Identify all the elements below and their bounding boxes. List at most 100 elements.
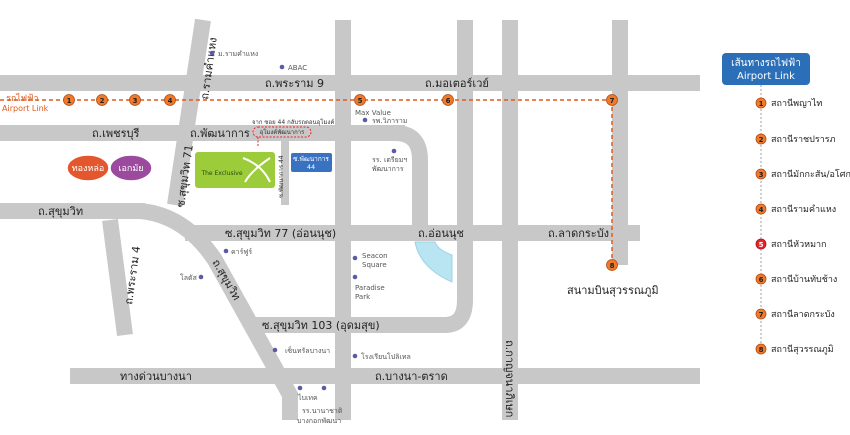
- ekkamai-badge: เอกมัย: [109, 154, 153, 182]
- legend-station-8: 8 สถานีสุวรรณภูมิ: [755, 343, 834, 355]
- road-phatthanakan-curve: [394, 125, 428, 233]
- svg-text:ซ.พัฒนาการ: ซ.พัฒนาการ: [293, 155, 329, 163]
- label-soi44: ซ.พัฒนาการ 44: [278, 155, 285, 198]
- poi-big-c: ไบเทค: [297, 393, 318, 402]
- svg-text:44: 44: [307, 163, 315, 171]
- legend-station-7: 7 สถานีลาดกระบัง: [755, 308, 835, 320]
- road-sukhumvit-diagonal: [139, 203, 298, 420]
- poi-school: โรงเรียนโปลิเทล: [361, 352, 411, 361]
- station-marker-7: 7: [606, 94, 618, 106]
- road-network: [0, 18, 700, 420]
- svg-text:3: 3: [759, 171, 764, 179]
- water-body: [414, 241, 453, 283]
- svg-text:จาก ซอย 44 กลับรถตอนอุโมงค์: จาก ซอย 44 กลับรถตอนอุโมงค์: [252, 118, 334, 126]
- legend-station-1: 1 สถานีพญาไท: [755, 97, 822, 109]
- label-rama9: ถ.พระราม 9: [265, 77, 324, 90]
- svg-text:1: 1: [759, 100, 764, 108]
- thonglor-badge: ทองหล่อ: [66, 154, 110, 182]
- station-marker-6: 6: [442, 94, 454, 106]
- legend-station-4: 4 สถานีรามคำแหง: [755, 203, 836, 215]
- svg-text:สถานีพญาไท: สถานีพญาไท: [771, 98, 822, 109]
- legend-title-th: เส้นทางรถไฟฟ้า: [731, 57, 801, 69]
- svg-text:สถานีลาดกระบัง: สถานีลาดกระบัง: [771, 309, 835, 320]
- poi-abac: ABAC: [288, 64, 307, 72]
- poi-lotus: โลตัส: [180, 273, 198, 282]
- the-exclusive-project: The Exclusive: [195, 152, 275, 188]
- svg-text:6: 6: [446, 97, 451, 105]
- label-kanchanaphisek: ถ.กาญจนาภิเษก: [503, 340, 516, 417]
- label-sukhumvit: ถ.สุขุมวิท: [38, 205, 83, 218]
- poi-school-2: รร.นานาชาติ: [302, 407, 343, 415]
- label-bangna-trat: ถ.บางนา-ตราด: [375, 370, 448, 383]
- poi-paradise-2: Park: [355, 293, 371, 301]
- poi-seacon: Seacon: [362, 252, 388, 260]
- label-soi103: ซ.สุขุมวิท 103 (อุดมสุข): [262, 319, 380, 332]
- svg-text:สถานีสุวรรณภูมิ: สถานีสุวรรณภูมิ: [771, 344, 834, 355]
- legend-station-3: 3 สถานีมักกะสัน/อโศก: [755, 168, 850, 180]
- poi-carrefour: คาร์ฟูร์: [231, 248, 252, 256]
- label-suvarnabhumi: สนามบินสุวรรณภูมิ: [567, 284, 659, 297]
- svg-text:7: 7: [610, 97, 615, 105]
- station-marker-8: 8: [606, 259, 618, 271]
- station-marker-1: 1: [63, 94, 75, 106]
- road-soi103: [250, 240, 473, 333]
- svg-text:เอกมัย: เอกมัย: [118, 164, 143, 174]
- airport-link-rail: [0, 99, 615, 265]
- svg-text:สถานีมักกะสัน/อโศก: สถานีมักกะสัน/อโศก: [771, 169, 850, 180]
- airport-link-label-en: Airport Link: [2, 104, 49, 113]
- svg-text:The Exclusive: The Exclusive: [200, 170, 242, 177]
- legend-header: [722, 53, 810, 85]
- svg-text:4: 4: [168, 97, 173, 105]
- svg-text:5: 5: [759, 241, 764, 249]
- svg-text:4: 4: [759, 206, 764, 214]
- road-ramkhamhaeng: [167, 18, 211, 207]
- phatthanakan44-badge: ซ.พัฒนาการ 44: [291, 153, 332, 172]
- svg-text:8: 8: [610, 262, 615, 270]
- legend-station-5: 5 สถานีหัวหมาก: [755, 238, 827, 250]
- station-marker-5: 5: [354, 94, 366, 106]
- station-markers: 1 2 3 4 5 6 7 8: [63, 94, 618, 271]
- svg-text:5: 5: [358, 97, 363, 105]
- svg-text:1: 1: [67, 97, 72, 105]
- svg-text:7: 7: [759, 311, 764, 319]
- label-onnut: ถ.อ่อนนุช: [418, 227, 464, 240]
- svg-text:สถานีบ้านทับช้าง: สถานีบ้านทับช้าง: [771, 274, 837, 285]
- poi-triam-2: พัฒนาการ: [372, 165, 404, 173]
- svg-text:สถานีรามคำแหง: สถานีรามคำแหง: [771, 204, 836, 215]
- poi-max-value: Max Value: [355, 109, 391, 117]
- svg-text:สถานีราชปรารภ: สถานีราชปรารภ: [771, 134, 836, 145]
- poi-group: [198, 50, 397, 391]
- svg-text:8: 8: [759, 346, 764, 354]
- route-uturn-note: จาก ซอย 44 กลับรถตอนอุโมงค์ อุโมงค์พัฒนา…: [252, 118, 334, 146]
- label-phatthanakan: ถ.พัฒนาการ: [190, 127, 250, 140]
- legend-station-6: 6 สถานีบ้านทับช้าง: [755, 273, 837, 285]
- svg-text:6: 6: [759, 276, 764, 284]
- road-rama4: [102, 218, 133, 337]
- station-marker-2: 2: [96, 94, 108, 106]
- svg-text:3: 3: [133, 97, 138, 105]
- poi-paradise: Paradise: [355, 284, 385, 292]
- label-bangna-expressway: ทางด่วนบางนา: [120, 370, 192, 383]
- station-marker-3: 3: [129, 94, 141, 106]
- poi-seacon-2: Square: [362, 261, 387, 269]
- poi-triam: รร. เตรียมฯ: [372, 156, 407, 164]
- svg-text:2: 2: [100, 97, 105, 105]
- airport-link-label-th: รถไฟฟ้า: [6, 93, 39, 104]
- svg-text:ทองหล่อ: ทองหล่อ: [72, 164, 105, 174]
- legend-title-en: Airport Link: [737, 71, 795, 82]
- poi-school-3: บางกอกพัฒนา: [297, 417, 341, 425]
- label-latkrabang: ถ.ลาดกระบัง: [548, 227, 609, 240]
- svg-text:อุโมงค์พัฒนาการ: อุโมงค์พัฒนาการ: [260, 128, 306, 136]
- label-rama4: ถ.พระราม 4: [122, 245, 143, 305]
- poi-ramkhamhaeng-univ: ม.รามคำแหง: [218, 50, 258, 58]
- svg-text:2: 2: [759, 136, 764, 144]
- station-marker-4: 4: [164, 94, 176, 106]
- poi-central: เซ็นทรัลบางนา: [285, 346, 330, 355]
- label-soi77: ซ.สุขุมวิท 77 (อ่อนนุช): [225, 227, 336, 240]
- label-motorway: ถ.มอเตอร์เวย์: [425, 77, 489, 90]
- legend-station-2: 2 สถานีราชปรารภ: [755, 133, 836, 145]
- poi-vibharam: รพ.วิภาราม: [372, 117, 407, 125]
- svg-text:สถานีหัวหมาก: สถานีหัวหมาก: [771, 239, 827, 250]
